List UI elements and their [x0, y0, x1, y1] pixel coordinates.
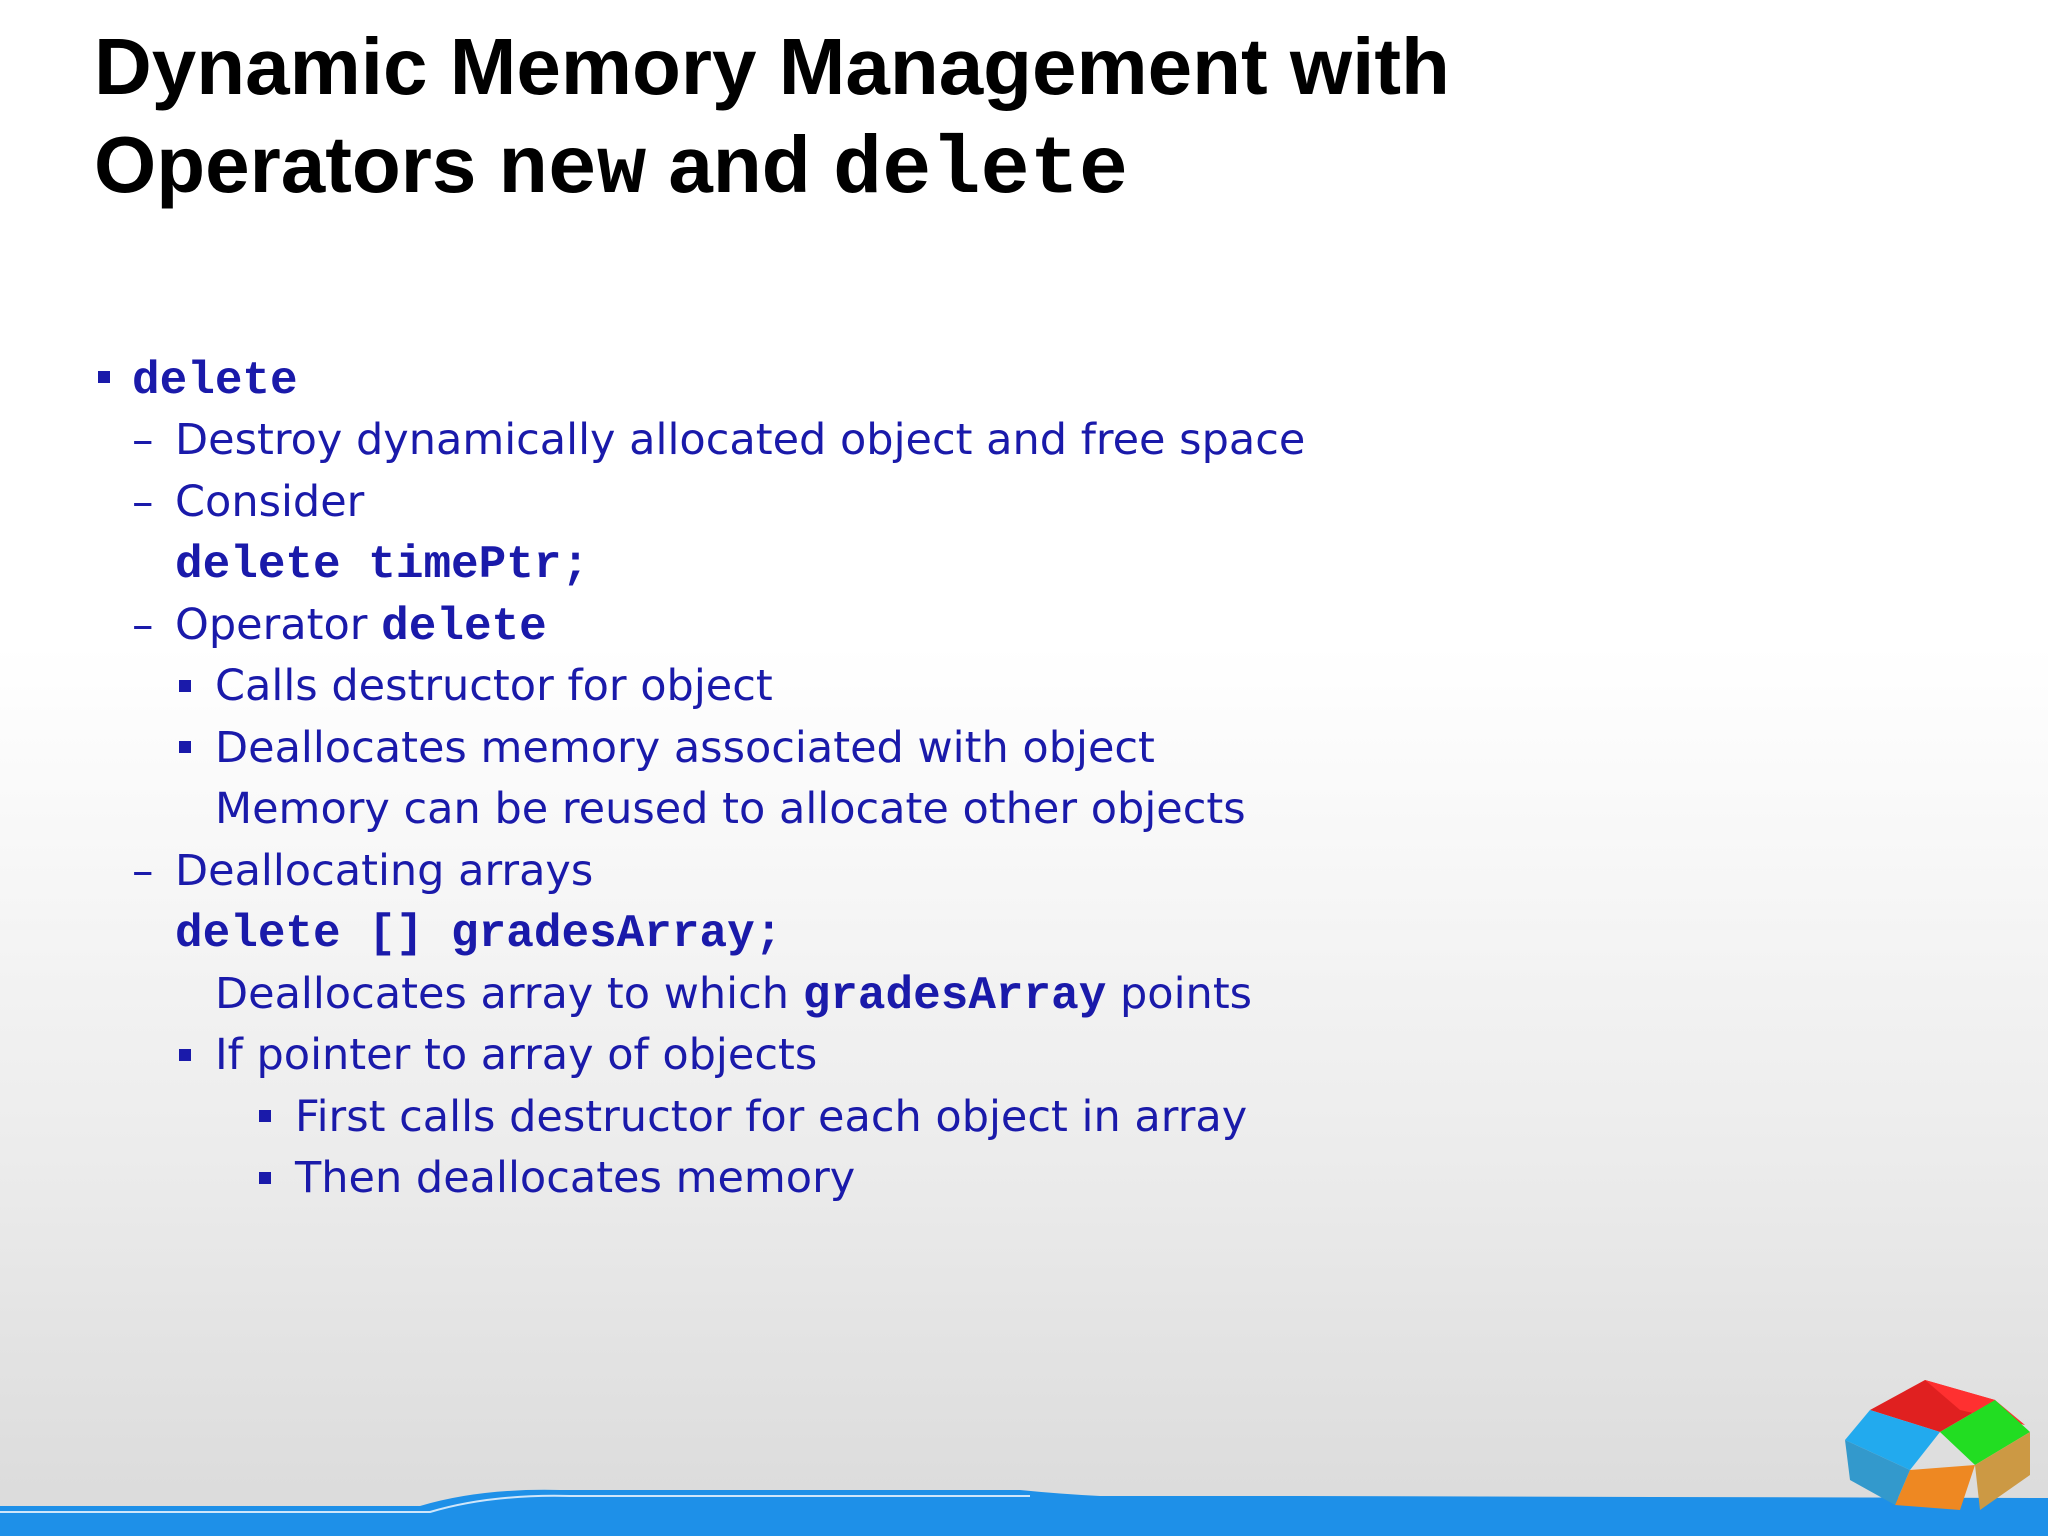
bullet-square-icon: [179, 1049, 191, 1061]
bullet-square-icon: [179, 741, 191, 753]
title-code-new: new: [498, 124, 647, 217]
item-consider: Consider: [175, 477, 365, 527]
item-first-calls: First calls destructor for each object i…: [295, 1092, 1248, 1142]
item-deallocates-array: Deallocates array to which gradesArray p…: [215, 969, 1253, 1022]
dash-icon: –: [132, 846, 154, 896]
code-delete-timeptr: delete timePtr;: [175, 539, 590, 591]
bullet-square-icon: [179, 680, 191, 692]
dash-icon: –: [132, 415, 154, 465]
cube-logo-icon: [1845, 1380, 2030, 1510]
code-delete-array: delete [] gradesArray;: [175, 908, 783, 960]
bullet-square-icon: [259, 1110, 271, 1122]
title-line-2: Operators new and delete: [94, 120, 1129, 217]
code-operator-delete: delete: [381, 601, 547, 653]
item-deallocating-arrays: Deallocating arrays: [175, 846, 594, 896]
dash-icon: –: [132, 600, 154, 650]
item-calls-destructor: Calls destructor for object: [215, 661, 773, 711]
slide-title: Dynamic Memory Management with Operators…: [94, 18, 1450, 220]
footer-band: [0, 1489, 2048, 1536]
title-line-1: Dynamic Memory Management with: [94, 22, 1450, 111]
item-memory-reused: Memory can be reused to allocate other o…: [215, 784, 1246, 834]
bullet-square-icon: [98, 371, 110, 383]
item-then-deallocates: Then deallocates memory: [295, 1153, 856, 1203]
item-operator: Operator delete: [175, 600, 547, 653]
code-gradesarray: gradesArray: [802, 970, 1107, 1022]
item-deallocates-memory: Deallocates memory associated with objec…: [215, 723, 1155, 773]
bullet-delete: delete: [132, 355, 298, 407]
dash-icon: –: [132, 477, 154, 527]
item-if-pointer: If pointer to array of objects: [215, 1030, 818, 1080]
item-destroy: Destroy dynamically allocated object and…: [175, 415, 1306, 465]
title-code-delete: delete: [832, 124, 1129, 217]
bullet-square-icon: [259, 1172, 271, 1184]
